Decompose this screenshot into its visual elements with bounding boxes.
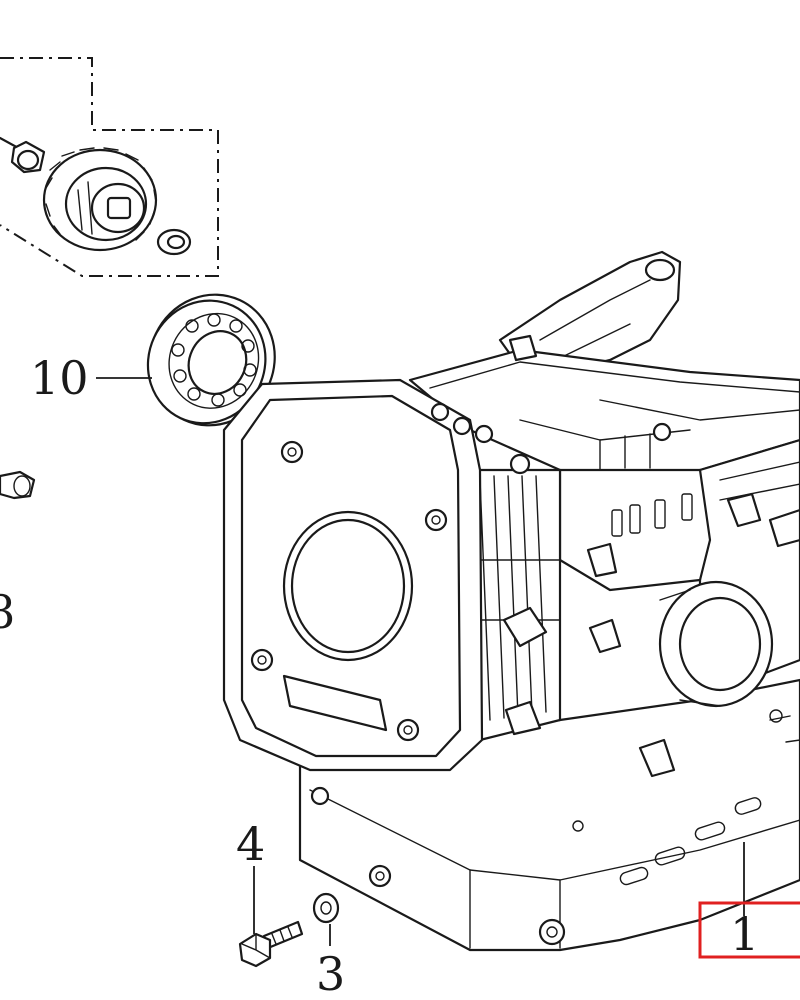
bolt-part-4 bbox=[238, 920, 304, 968]
gear-inset-frame bbox=[0, 57, 219, 277]
washer-part-3 bbox=[312, 892, 340, 924]
governor-gear-assembly bbox=[0, 136, 192, 256]
bearing-part-10 bbox=[146, 293, 276, 427]
callout-3: 3 bbox=[316, 947, 345, 1000]
crankcase-part-1 bbox=[222, 250, 800, 952]
callout-8: 8 bbox=[0, 585, 15, 639]
callout-1: 1 bbox=[730, 907, 759, 961]
edge-part-pin bbox=[0, 470, 36, 500]
highlight-box bbox=[698, 901, 800, 959]
callout-4: 4 bbox=[236, 817, 265, 871]
callout-10: 10 bbox=[30, 351, 89, 405]
